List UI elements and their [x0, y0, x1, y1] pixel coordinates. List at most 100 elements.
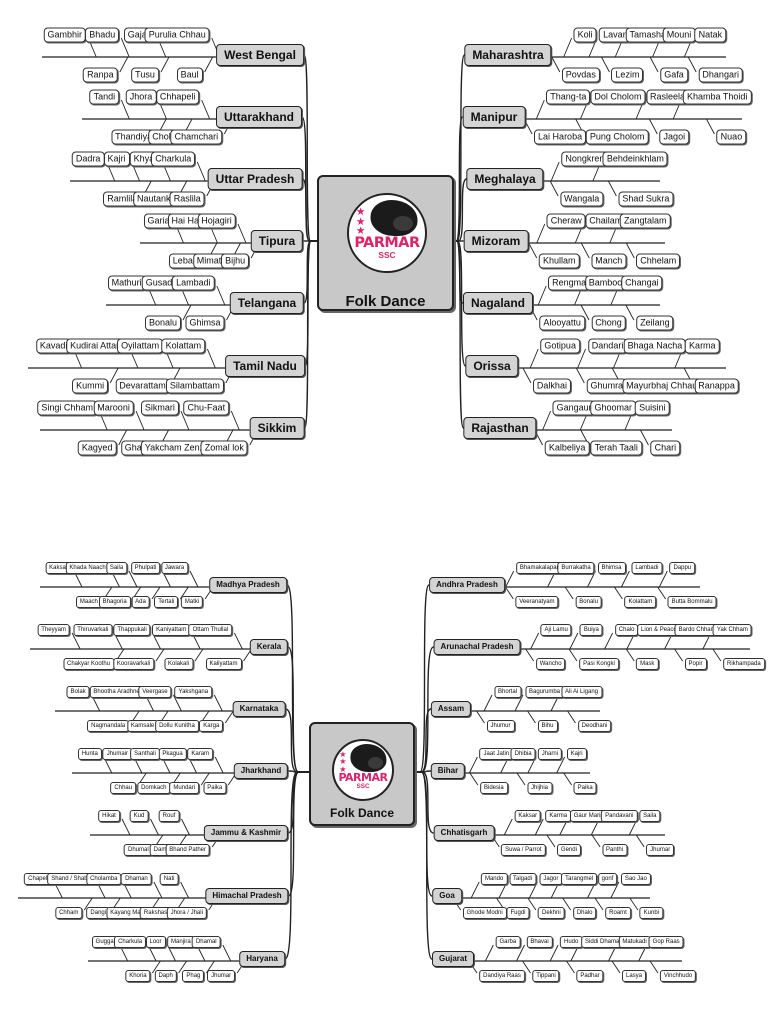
dance-node: Domkach	[137, 782, 171, 794]
branch-line	[476, 710, 485, 724]
branch-line	[577, 348, 586, 369]
dance-node: Kummi	[72, 378, 109, 394]
dance-node: Cholamba	[86, 873, 122, 885]
dance-node: Saila	[639, 810, 661, 822]
state-node: Rajasthan	[463, 417, 537, 439]
dance-node: Nongkrem	[561, 151, 611, 167]
dance-node: Ada	[131, 596, 150, 608]
dance-node: Khada Naach	[65, 562, 110, 574]
dance-node: Ghimsa	[185, 315, 225, 331]
branch-line	[83, 897, 93, 911]
dance-node: Aji Lamu	[540, 624, 572, 636]
dance-node: Chalo	[614, 624, 639, 636]
state-node: Himachal Pradesh	[205, 888, 289, 904]
dance-node: Jaat Jatin	[479, 748, 514, 760]
stars-icon: ★★★	[355, 206, 366, 238]
branch-line	[640, 429, 649, 446]
dance-node: Koli	[573, 27, 597, 43]
branch-line	[529, 348, 539, 369]
dance-node: Khullam	[538, 253, 580, 269]
logo-brand-text: PARMAR	[338, 771, 388, 785]
branch-line	[468, 756, 478, 774]
state-node: Kerala	[249, 639, 289, 655]
connector-curve	[303, 240, 317, 304]
connector-curve	[301, 116, 317, 242]
dance-node: Charkula	[151, 151, 196, 167]
dance-node: Kud	[129, 810, 149, 822]
dance-node: Nagmandala	[87, 720, 130, 732]
dance-node: Ali Ai Ligang	[560, 686, 603, 698]
branch-line	[549, 944, 559, 962]
branch-line	[237, 223, 247, 244]
dance-node: Phag	[182, 970, 205, 982]
dance-node: Jagor	[539, 873, 563, 885]
dance-node: Oyilattam	[117, 338, 164, 354]
dance-node: Bidesia	[479, 782, 508, 794]
dance-node: Ghoomar	[590, 400, 637, 416]
connector-curve	[303, 240, 317, 429]
branch-line	[214, 756, 224, 774]
dance-node: Mayurbhaj Chhau	[622, 378, 702, 394]
branch-line	[522, 367, 532, 384]
dance-node: Kudirai Attam	[66, 338, 128, 354]
dance-node: Kaksar	[45, 562, 72, 574]
branch-line	[594, 897, 604, 911]
connector-curve	[301, 178, 317, 242]
branch-line	[546, 834, 556, 848]
branch-line	[201, 99, 211, 120]
dance-node: Bhootha Aradhne	[89, 686, 144, 698]
branch-line	[121, 818, 131, 836]
dance-node: Rakshasa	[139, 907, 175, 919]
dance-node: Padhar	[576, 970, 604, 982]
dance-node: Rikhampada	[723, 658, 765, 670]
dance-node: Dhibia	[510, 748, 536, 760]
branch-line	[120, 37, 130, 58]
branch-line	[563, 37, 573, 58]
branch-line	[569, 632, 579, 650]
branch-line	[505, 570, 515, 588]
dance-node: Hunta	[77, 748, 102, 760]
dance-node: Deodhani	[577, 720, 612, 732]
dance-node: Zeilang	[636, 315, 674, 331]
branch-line	[514, 694, 524, 712]
dance-node: Paika	[573, 782, 597, 794]
dance-node: Kaniyattam	[152, 624, 191, 636]
dance-node: Nati	[159, 873, 179, 885]
dance-node: Chakyar Koothu	[62, 658, 115, 670]
state-node: Karnataka	[232, 701, 286, 717]
branch-line	[204, 56, 214, 73]
dance-node: Jagoi	[659, 129, 690, 145]
dance-node: Gotipua	[540, 338, 580, 354]
dance-node: Suisini	[635, 400, 670, 416]
branch-line	[120, 99, 130, 120]
dance-node: Chhau	[110, 782, 137, 794]
dance-node: Tandi	[89, 89, 120, 105]
dance-node: Dhalo	[572, 907, 597, 919]
branch-line	[213, 694, 223, 712]
dance-node: Yakshgana	[174, 686, 213, 698]
dance-node: Hudo	[559, 936, 583, 948]
dance-node: Santhali	[130, 748, 160, 760]
dance-node: Garba	[495, 936, 521, 948]
dance-node: Povdas	[561, 67, 600, 83]
dance-node: Kamsale	[126, 720, 159, 732]
branch-line	[194, 648, 204, 662]
dance-node: Jhijhia	[526, 782, 553, 794]
branch-line	[505, 586, 514, 600]
state-node: Gujarat	[431, 951, 475, 967]
state-node: Jharkhand	[233, 763, 289, 779]
dance-node: Bhadu	[85, 27, 120, 43]
state-node: Jammu & Kashmir	[203, 825, 289, 841]
branch-line	[635, 834, 645, 848]
branch-line	[550, 161, 560, 182]
dance-node: Manch	[591, 253, 627, 269]
dance-node: Khoria	[125, 970, 151, 982]
branch-line	[109, 367, 119, 384]
dance-node: Kaksar	[514, 810, 542, 822]
dance-node: Karma	[685, 338, 720, 354]
dance-node: Suwa / Parrot	[501, 844, 546, 856]
dance-node: Dollu Kunitha	[155, 720, 199, 732]
dance-node: Hojagiri	[197, 213, 236, 229]
